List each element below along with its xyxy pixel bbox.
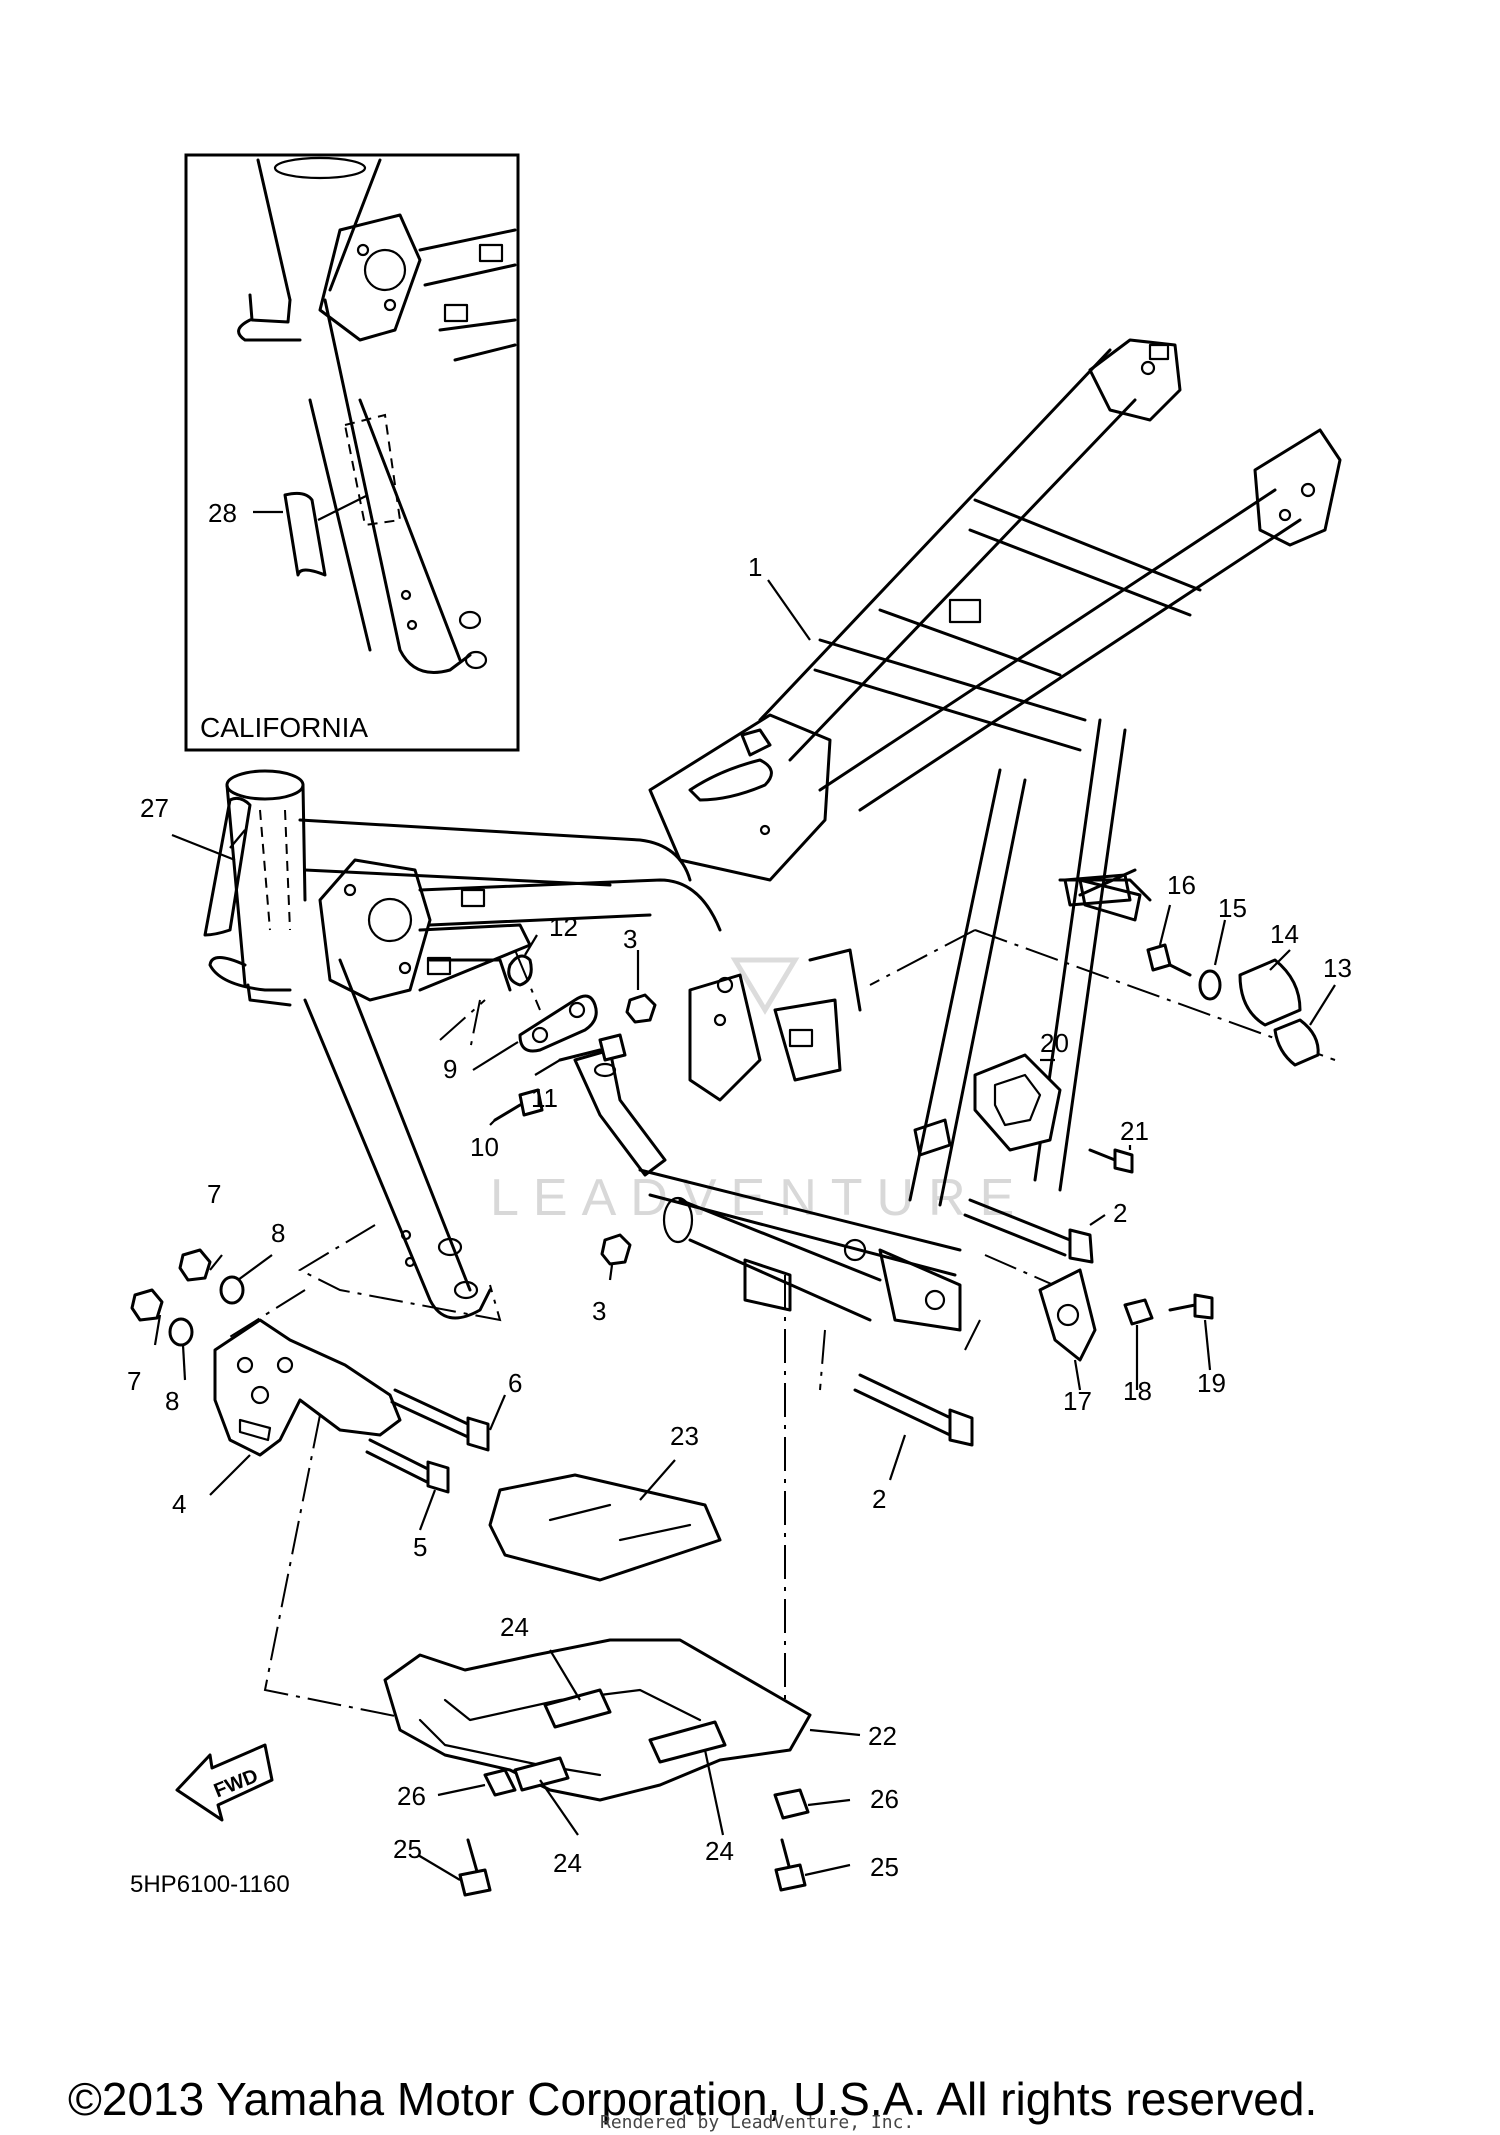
callout-24-bottom-left: 24 [553, 1848, 582, 1878]
callout-6: 6 [508, 1368, 522, 1398]
callout-25-right: 25 [870, 1852, 899, 1882]
callout-13: 13 [1323, 953, 1352, 983]
callout-15: 15 [1218, 893, 1247, 923]
callout-2-lower: 2 [872, 1484, 886, 1514]
callout-7-right: 7 [207, 1179, 221, 1209]
inset-border [184, 153, 520, 752]
part-code: 5HP6100-1160 [130, 1871, 290, 1898]
assembly-lines [224, 929, 1336, 1756]
callout-24-top: 24 [500, 1612, 529, 1642]
callout-25-left: 25 [393, 1834, 422, 1864]
callout-23: 23 [670, 1421, 699, 1451]
rendered-by: Rendered by LeadVenture, Inc. [600, 2112, 914, 2133]
callout-18: 18 [1123, 1376, 1152, 1406]
callout-17: 17 [1063, 1386, 1092, 1416]
main-frame [208, 338, 1342, 1332]
callout-1: 1 [748, 552, 762, 582]
callout-16: 16 [1167, 870, 1196, 900]
leader-lines [153, 579, 1336, 1881]
callout-28: 28 [208, 498, 237, 528]
callout-22: 22 [868, 1721, 897, 1751]
callout-19: 19 [1197, 1368, 1226, 1398]
callout-3-upper: 3 [623, 924, 637, 954]
fwd-arrow-icon: FWD [175, 1743, 274, 1822]
callout-2-upper: 2 [1113, 1198, 1127, 1228]
callout-26-right: 26 [870, 1784, 899, 1814]
callout-27: 27 [140, 793, 169, 823]
callout-8-right: 8 [271, 1218, 285, 1248]
copyright-notice: ©2013 Yamaha Motor Corporation, U.S.A. A… [68, 2073, 1317, 2125]
callout-9: 9 [443, 1054, 457, 1084]
callout-26-left: 26 [397, 1781, 426, 1811]
callout-3-lower: 3 [592, 1296, 606, 1326]
inset-label: CALIFORNIA [200, 712, 368, 743]
callout-12: 12 [549, 912, 578, 942]
callout-11: 11 [531, 1083, 558, 1113]
california-inset: 28 CALIFORNIA [184, 153, 520, 752]
callout-7-left: 7 [127, 1366, 141, 1396]
callout-10: 10 [470, 1132, 499, 1162]
callout-20: 20 [1040, 1028, 1069, 1058]
callout-21: 21 [1120, 1116, 1149, 1146]
callouts: 1 2 2 3 3 4 5 6 7 7 8 8 9 10 11 12 13 14… [127, 552, 1352, 1882]
fasteners [130, 796, 1320, 1897]
callout-5: 5 [413, 1532, 427, 1562]
callout-8-left: 8 [165, 1386, 179, 1416]
callout-24-bottom-right: 24 [705, 1836, 734, 1866]
watermark: LEADVENTURE [490, 957, 1028, 1227]
callout-4: 4 [172, 1489, 186, 1519]
callout-14: 14 [1270, 919, 1299, 949]
watermark-text: LEADVENTURE [490, 1169, 1028, 1227]
